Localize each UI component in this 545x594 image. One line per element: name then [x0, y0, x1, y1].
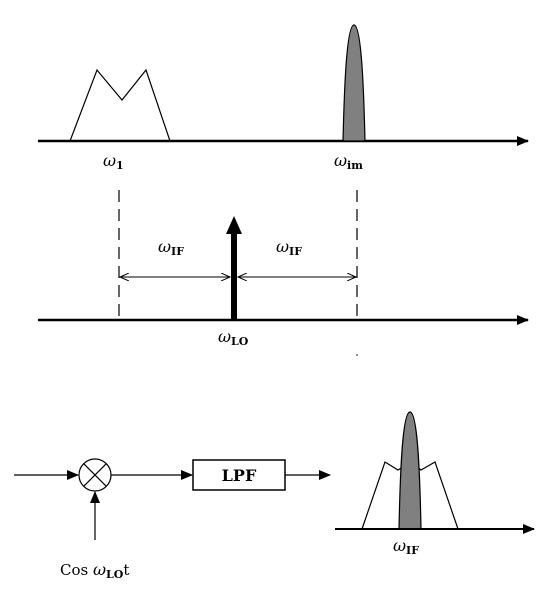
- image-band-peak: [342, 24, 366, 142]
- image-frequency-label: ωim: [334, 151, 363, 172]
- lo-impulse-arrowhead: [226, 216, 242, 234]
- mixer-chain: LPF Cos ωLOt: [14, 458, 331, 581]
- oscillator-label: Cos ωLOt: [60, 560, 129, 581]
- if-label-right: ωIF: [276, 237, 302, 258]
- lo-spectrum: ωIF ωIF ωLO: [38, 190, 529, 356]
- lo-frequency-label: ωLO: [218, 327, 249, 348]
- output-if-label: ωIF: [393, 536, 419, 557]
- top-spectrum: ω1 ωim: [38, 24, 529, 172]
- lpf-label: LPF: [222, 466, 257, 485]
- lpf-block: [192, 459, 286, 491]
- output-if-band-peak: [398, 411, 422, 530]
- output-spectrum: ωIF: [335, 411, 535, 557]
- if-label-left: ωIF: [158, 237, 184, 258]
- signal-band-outline: [69, 68, 171, 142]
- mixer-symbol: [78, 458, 112, 492]
- stray-dot: [356, 354, 358, 356]
- signal-frequency-label: ω1: [103, 151, 124, 172]
